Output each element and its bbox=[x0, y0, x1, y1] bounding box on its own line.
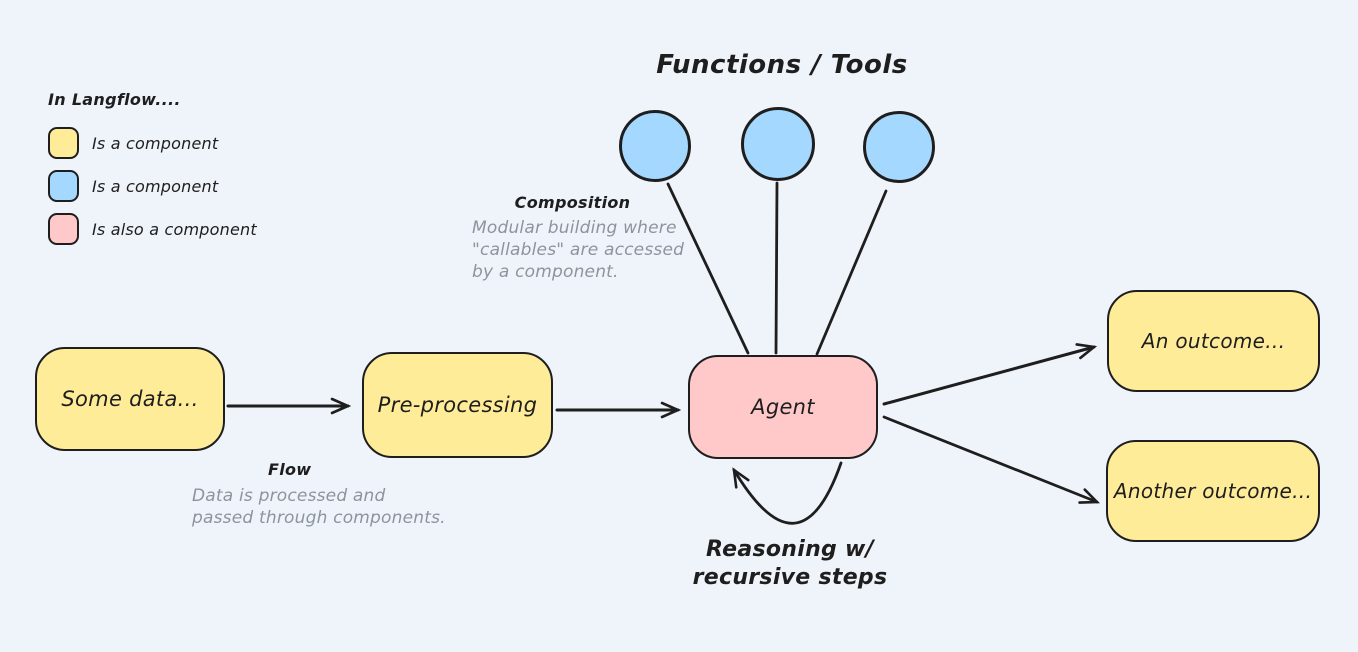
tool-1-connector bbox=[666, 182, 750, 355]
yellow-component-swatch bbox=[48, 127, 79, 159]
blue-component-swatch bbox=[48, 170, 79, 202]
legend-item-label: Is a component bbox=[92, 133, 219, 153]
node-label: Another outcome... bbox=[1113, 479, 1313, 503]
reasoning-label: Reasoning w/ recursive steps bbox=[692, 537, 888, 590]
composition-title: Composition bbox=[514, 193, 631, 212]
flow-description: Data is processed and passed through com… bbox=[192, 486, 446, 528]
pink-component-swatch bbox=[48, 213, 79, 245]
legend-item-label: Is a component bbox=[92, 176, 219, 196]
legend-item-blue: Is a component bbox=[48, 170, 257, 202]
tool-circle-1 bbox=[619, 110, 691, 182]
legend-title: In Langflow.... bbox=[48, 90, 181, 109]
node-agent: Agent bbox=[688, 355, 878, 459]
agent-to-outcome-1-arrow bbox=[882, 343, 1098, 406]
node-outcome-1: An outcome... bbox=[1107, 290, 1320, 392]
agent-to-outcome-2-arrow bbox=[882, 415, 1101, 504]
node-label: Pre-processing bbox=[377, 393, 538, 417]
composition-description: Modular building where "callables" are a… bbox=[472, 218, 685, 282]
legend-item-yellow: Is a component bbox=[48, 127, 257, 159]
legend-item-label: Is also a component bbox=[92, 219, 257, 239]
tool-2-connector bbox=[774, 181, 779, 355]
node-label: An outcome... bbox=[1141, 329, 1286, 353]
node-outcome-2: Another outcome... bbox=[1106, 440, 1320, 542]
tool-circle-2 bbox=[741, 107, 815, 181]
functions-tools-title: Functions / Tools bbox=[656, 50, 908, 80]
node-pre-processing: Pre-processing bbox=[362, 352, 553, 458]
legend: In Langflow.... Is a component Is a comp… bbox=[48, 90, 257, 256]
flow-title: Flow bbox=[268, 460, 312, 479]
tool-circle-3 bbox=[863, 111, 935, 183]
node-label: Some data... bbox=[61, 387, 199, 411]
tool-3-connector bbox=[815, 189, 888, 356]
legend-item-pink: Is also a component bbox=[48, 213, 257, 245]
recursion-arrow bbox=[732, 461, 843, 525]
node-some-data: Some data... bbox=[35, 347, 225, 451]
node-label: Agent bbox=[751, 395, 815, 419]
